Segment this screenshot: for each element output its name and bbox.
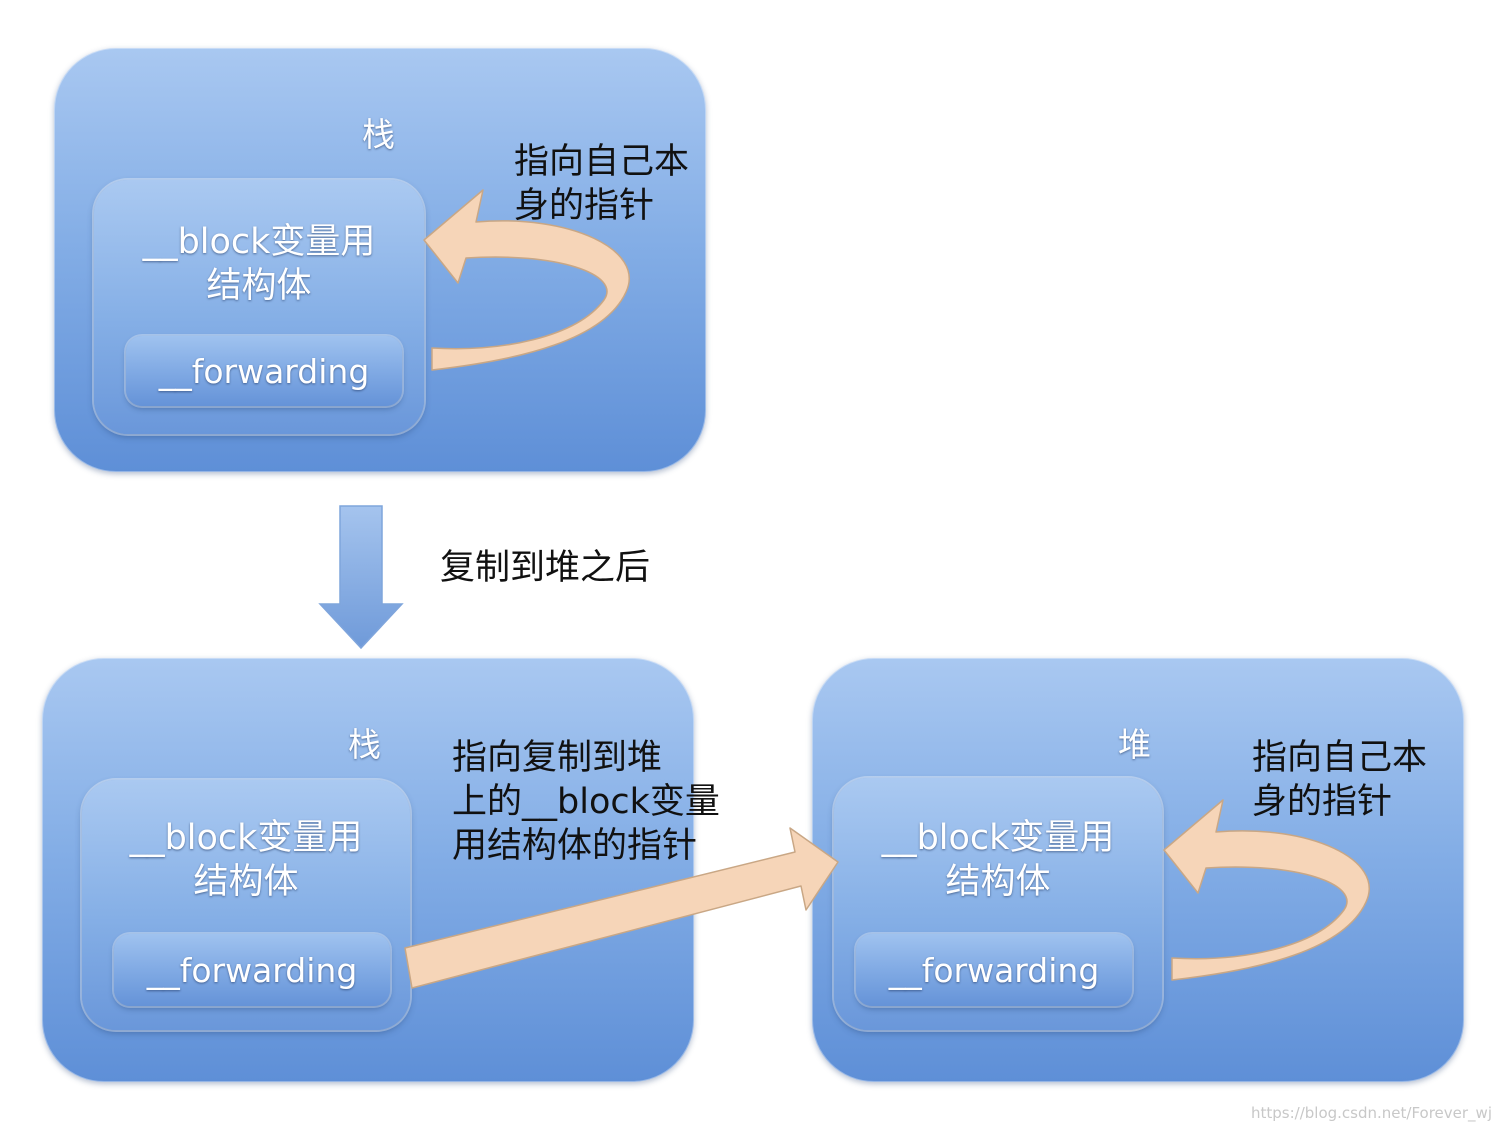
heap-label: 堆 [1118,725,1151,764]
heap-struct-label: __block变量用 结构体 [881,818,1115,902]
watermark: https://blog.csdn.net/Forever_wj [1251,1104,1492,1122]
top-forwarding-field: __forwarding [126,336,402,406]
heap-forwarding-field: __forwarding [856,934,1132,1006]
copy-to-heap-label: 复制到堆之后 [440,548,651,588]
bottom-stack-block-struct: __block变量用 结构体 __forwarding [82,780,410,1030]
heap-block-struct: __block变量用 结构体 __forwarding [834,778,1162,1030]
top-struct-label: __block变量用 结构体 [142,222,376,306]
top-self-pointer-arrow [423,189,630,371]
bottom-stack-region: 栈 __block变量用 结构体 __forwarding [42,658,694,1082]
bottom-stack-forwarding-field: __forwarding [114,934,390,1006]
heap-self-pointer-note: 指向自己本 身的指针 [1252,738,1428,822]
stack-to-heap-pointer-arrow [404,827,839,989]
copy-down-arrow [318,505,404,650]
bottom-stack-struct-label: __block变量用 结构体 [129,818,363,902]
top-self-pointer-note: 指向自己本 身的指针 [514,142,690,226]
heap-self-pointer-arrow [1163,799,1370,981]
stack-to-heap-pointer-note: 指向复制到堆 上的__block变量 用结构体的指针 [452,738,720,866]
bottom-stack-label: 栈 [348,725,381,764]
top-stack-label: 栈 [362,115,395,154]
top-block-struct: __block变量用 结构体 __forwarding [94,180,424,434]
